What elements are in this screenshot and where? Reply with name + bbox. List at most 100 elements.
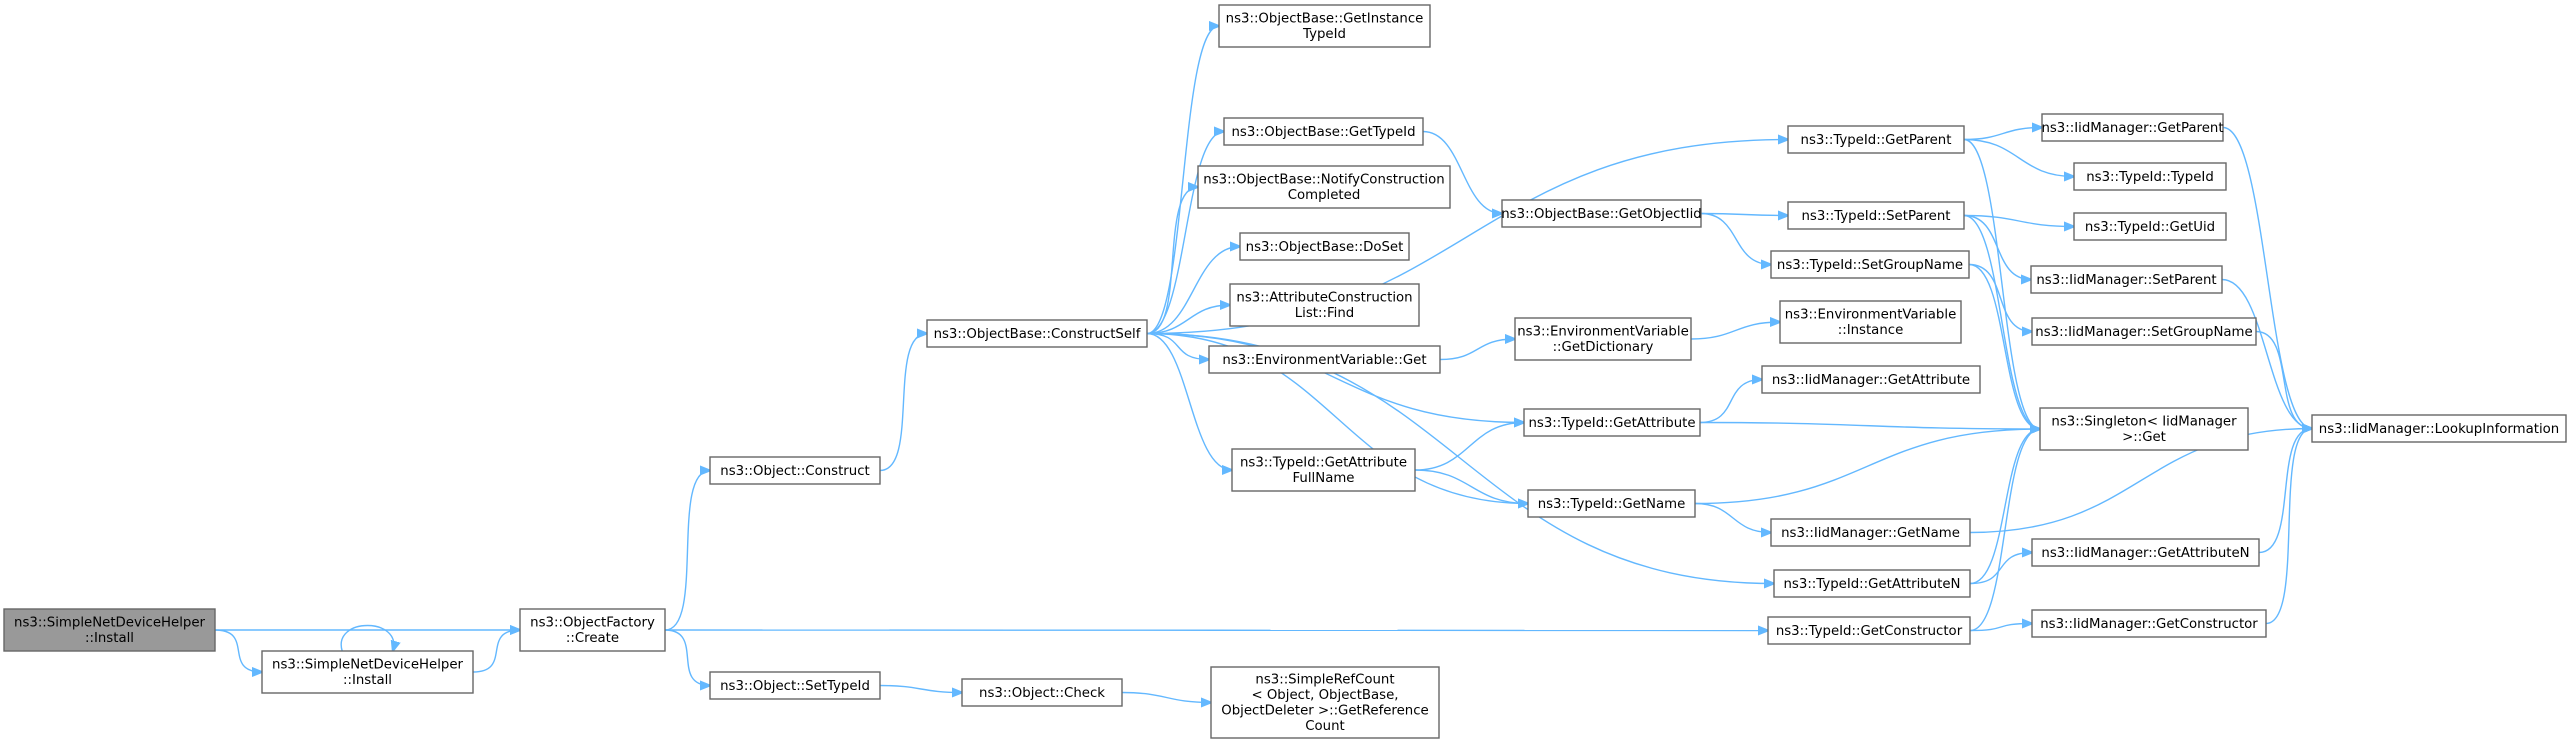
node-obj-settypeid[interactable]: ns3::Object::SetTypeId <box>709 671 881 700</box>
edge-tid-getconstructor-to-iid-getconstructor <box>1969 624 2032 632</box>
node-box <box>2073 212 2227 241</box>
node-ev-getdict[interactable]: ns3::EnvironmentVariable::GetDictionary <box>1514 317 1692 361</box>
node-label: ::Create <box>566 631 619 646</box>
node-iid-getattribute[interactable]: ns3::IidManager::GetAttribute <box>1761 365 1981 394</box>
edge-ob-constructself-to-tid-getattrfull <box>1146 332 1232 471</box>
node-label: ns3::ObjectFactory <box>530 616 655 631</box>
node-label: ns3::ObjectBase::GetTypeId <box>1231 125 1415 140</box>
node-label: ns3::IidManager::GetName <box>1781 526 1960 541</box>
node-label: ns3::TypeId::GetAttribute <box>1528 416 1695 431</box>
edge-tid-getattribute-to-singleton-get <box>1699 421 2040 430</box>
node-box <box>709 456 881 485</box>
node-box <box>961 678 1123 707</box>
edge-tid-setgroupname-to-singleton-get <box>1968 263 2040 430</box>
node-box <box>709 671 881 700</box>
edge-sndh-install-to-of-create <box>472 630 520 673</box>
node-iid-getparent[interactable]: ns3::IidManager::GetParent <box>2041 113 2224 142</box>
node-label: ::Install <box>343 673 392 688</box>
nodes-layer: ns3::SimpleNetDeviceHelper::Installns3::… <box>3 4 2567 739</box>
node-box <box>1527 489 1696 518</box>
node-label: ns3::TypeId::GetConstructor <box>1776 624 1963 639</box>
node-label: ns3::Object::Construct <box>720 464 869 479</box>
node-sndh-install[interactable]: ns3::SimpleNetDeviceHelper::Install <box>261 650 474 694</box>
node-box <box>1773 569 1971 598</box>
node-tid-typeid[interactable]: ns3::TypeId::TypeId <box>2073 162 2227 191</box>
node-box <box>1767 616 1971 645</box>
node-ev-get[interactable]: ns3::EnvironmentVariable::Get <box>1208 345 1441 374</box>
node-label: ns3::TypeId::SetGroupName <box>1777 258 1963 273</box>
node-label: ns3::TypeId::SetParent <box>1801 209 1950 224</box>
node-iid-setparent[interactable]: ns3::IidManager::SetParent <box>2030 265 2223 294</box>
node-box <box>2311 414 2567 443</box>
node-ob-gettypeid[interactable]: ns3::ObjectBase::GetTypeId <box>1223 117 1424 146</box>
node-tid-getattribute[interactable]: ns3::TypeId::GetAttribute <box>1523 408 1701 437</box>
node-of-create[interactable]: ns3::ObjectFactory::Create <box>519 608 666 652</box>
edge-of-create-to-obj-construct <box>664 471 710 631</box>
edge-root-to-sndh-install <box>214 629 262 672</box>
edge-obj-construct-to-ob-constructself <box>879 334 927 472</box>
node-iid-lookup[interactable]: ns3::IidManager::LookupInformation <box>2311 414 2567 443</box>
node-label: ns3::ObjectBase::NotifyConstruction <box>1203 173 1444 188</box>
edge-ob-constructself-to-ob-doset <box>1146 247 1240 335</box>
node-iid-getname[interactable]: ns3::IidManager::GetName <box>1770 518 1971 547</box>
edge-iid-getconstructor-to-iid-lookup <box>2265 429 2312 625</box>
edge-tid-setgroupname-to-iid-setgroupname <box>1968 263 2032 332</box>
node-root[interactable]: ns3::SimpleNetDeviceHelper::Install <box>3 608 216 652</box>
node-ob-notify[interactable]: ns3::ObjectBase::NotifyConstructionCompl… <box>1197 165 1451 209</box>
node-label: ns3::IidManager::SetParent <box>2036 273 2216 288</box>
node-tid-getuid[interactable]: ns3::TypeId::GetUid <box>2073 212 2227 241</box>
node-box <box>1223 117 1424 146</box>
node-ob-constructself[interactable]: ns3::ObjectBase::ConstructSelf <box>926 319 1148 348</box>
node-iid-getattributen[interactable]: ns3::IidManager::GetAttributeN <box>2031 538 2260 567</box>
node-box <box>1770 518 1971 547</box>
node-box <box>1208 345 1441 374</box>
node-label: List::Find <box>1295 306 1354 321</box>
node-label: ns3::ObjectBase::GetInstance <box>1226 12 1424 27</box>
node-tid-getparent[interactable]: ns3::TypeId::GetParent <box>1787 125 1965 154</box>
node-box <box>519 608 666 652</box>
node-label: ns3::Object::Check <box>979 686 1105 701</box>
edge-iid-getname-to-iid-lookup <box>1969 429 2312 534</box>
node-singleton-get[interactable]: ns3::Singleton< IidManager>::Get <box>2039 407 2249 451</box>
edge-tid-setparent-to-iid-setparent <box>1963 214 2031 280</box>
node-tid-setparent[interactable]: ns3::TypeId::SetParent <box>1787 201 1965 230</box>
node-label: FullName <box>1293 471 1355 486</box>
node-obj-construct[interactable]: ns3::Object::Construct <box>709 456 881 485</box>
node-tid-setgroupname[interactable]: ns3::TypeId::SetGroupName <box>1770 250 1970 279</box>
node-iid-setgroupname[interactable]: ns3::IidManager::SetGroupName <box>2031 317 2257 346</box>
node-box <box>1779 300 1962 344</box>
node-box <box>1501 199 1702 228</box>
edge-tid-getparent-to-singleton-get <box>1963 138 2040 430</box>
node-tid-getconstructor[interactable]: ns3::TypeId::GetConstructor <box>1767 616 1971 645</box>
node-src-getrefcount[interactable]: ns3::SimpleRefCount< Object, ObjectBase,… <box>1210 666 1440 739</box>
node-iid-getconstructor[interactable]: ns3::IidManager::GetConstructor <box>2031 609 2267 638</box>
edge-sndh-install-to-sndh-install <box>340 624 394 652</box>
edge-ob-constructself-to-acl-find <box>1146 305 1230 335</box>
edge-of-create-to-tid-getconstructor <box>664 630 1768 631</box>
node-label: ns3::IidManager::GetAttribute <box>1772 373 1970 388</box>
node-ev-instance[interactable]: ns3::EnvironmentVariable::Instance <box>1779 300 1962 344</box>
node-box <box>2031 317 2257 346</box>
edge-ob-gettypeid-to-ob-getobjectiid <box>1422 130 1502 214</box>
node-obj-check[interactable]: ns3::Object::Check <box>961 678 1123 707</box>
node-label: ns3::SimpleRefCount <box>1255 673 1394 688</box>
node-label: ns3::IidManager::GetAttributeN <box>2041 546 2249 561</box>
edge-tid-setparent-to-tid-getuid <box>1963 214 2074 227</box>
node-box <box>1231 448 1416 492</box>
node-ob-doset[interactable]: ns3::ObjectBase::DoSet <box>1239 232 1410 261</box>
node-label: ns3::EnvironmentVariable::Get <box>1222 353 1426 368</box>
node-ob-getobjectiid[interactable]: ns3::ObjectBase::GetObjectIid <box>1501 199 1702 228</box>
edge-obj-check-to-src-getrefcount <box>1121 691 1211 703</box>
edge-tid-getparent-to-tid-typeid <box>1963 138 2074 177</box>
node-label: ns3::TypeId::GetName <box>1538 497 1686 512</box>
edge-ev-getdict-to-ev-instance <box>1690 322 1780 340</box>
node-box <box>2030 265 2223 294</box>
node-tid-getname[interactable]: ns3::TypeId::GetName <box>1527 489 1696 518</box>
node-tid-getattributen[interactable]: ns3::TypeId::GetAttributeN <box>1773 569 1971 598</box>
node-box <box>1197 165 1451 209</box>
edge-ob-constructself-to-tid-getname <box>1146 332 1528 504</box>
